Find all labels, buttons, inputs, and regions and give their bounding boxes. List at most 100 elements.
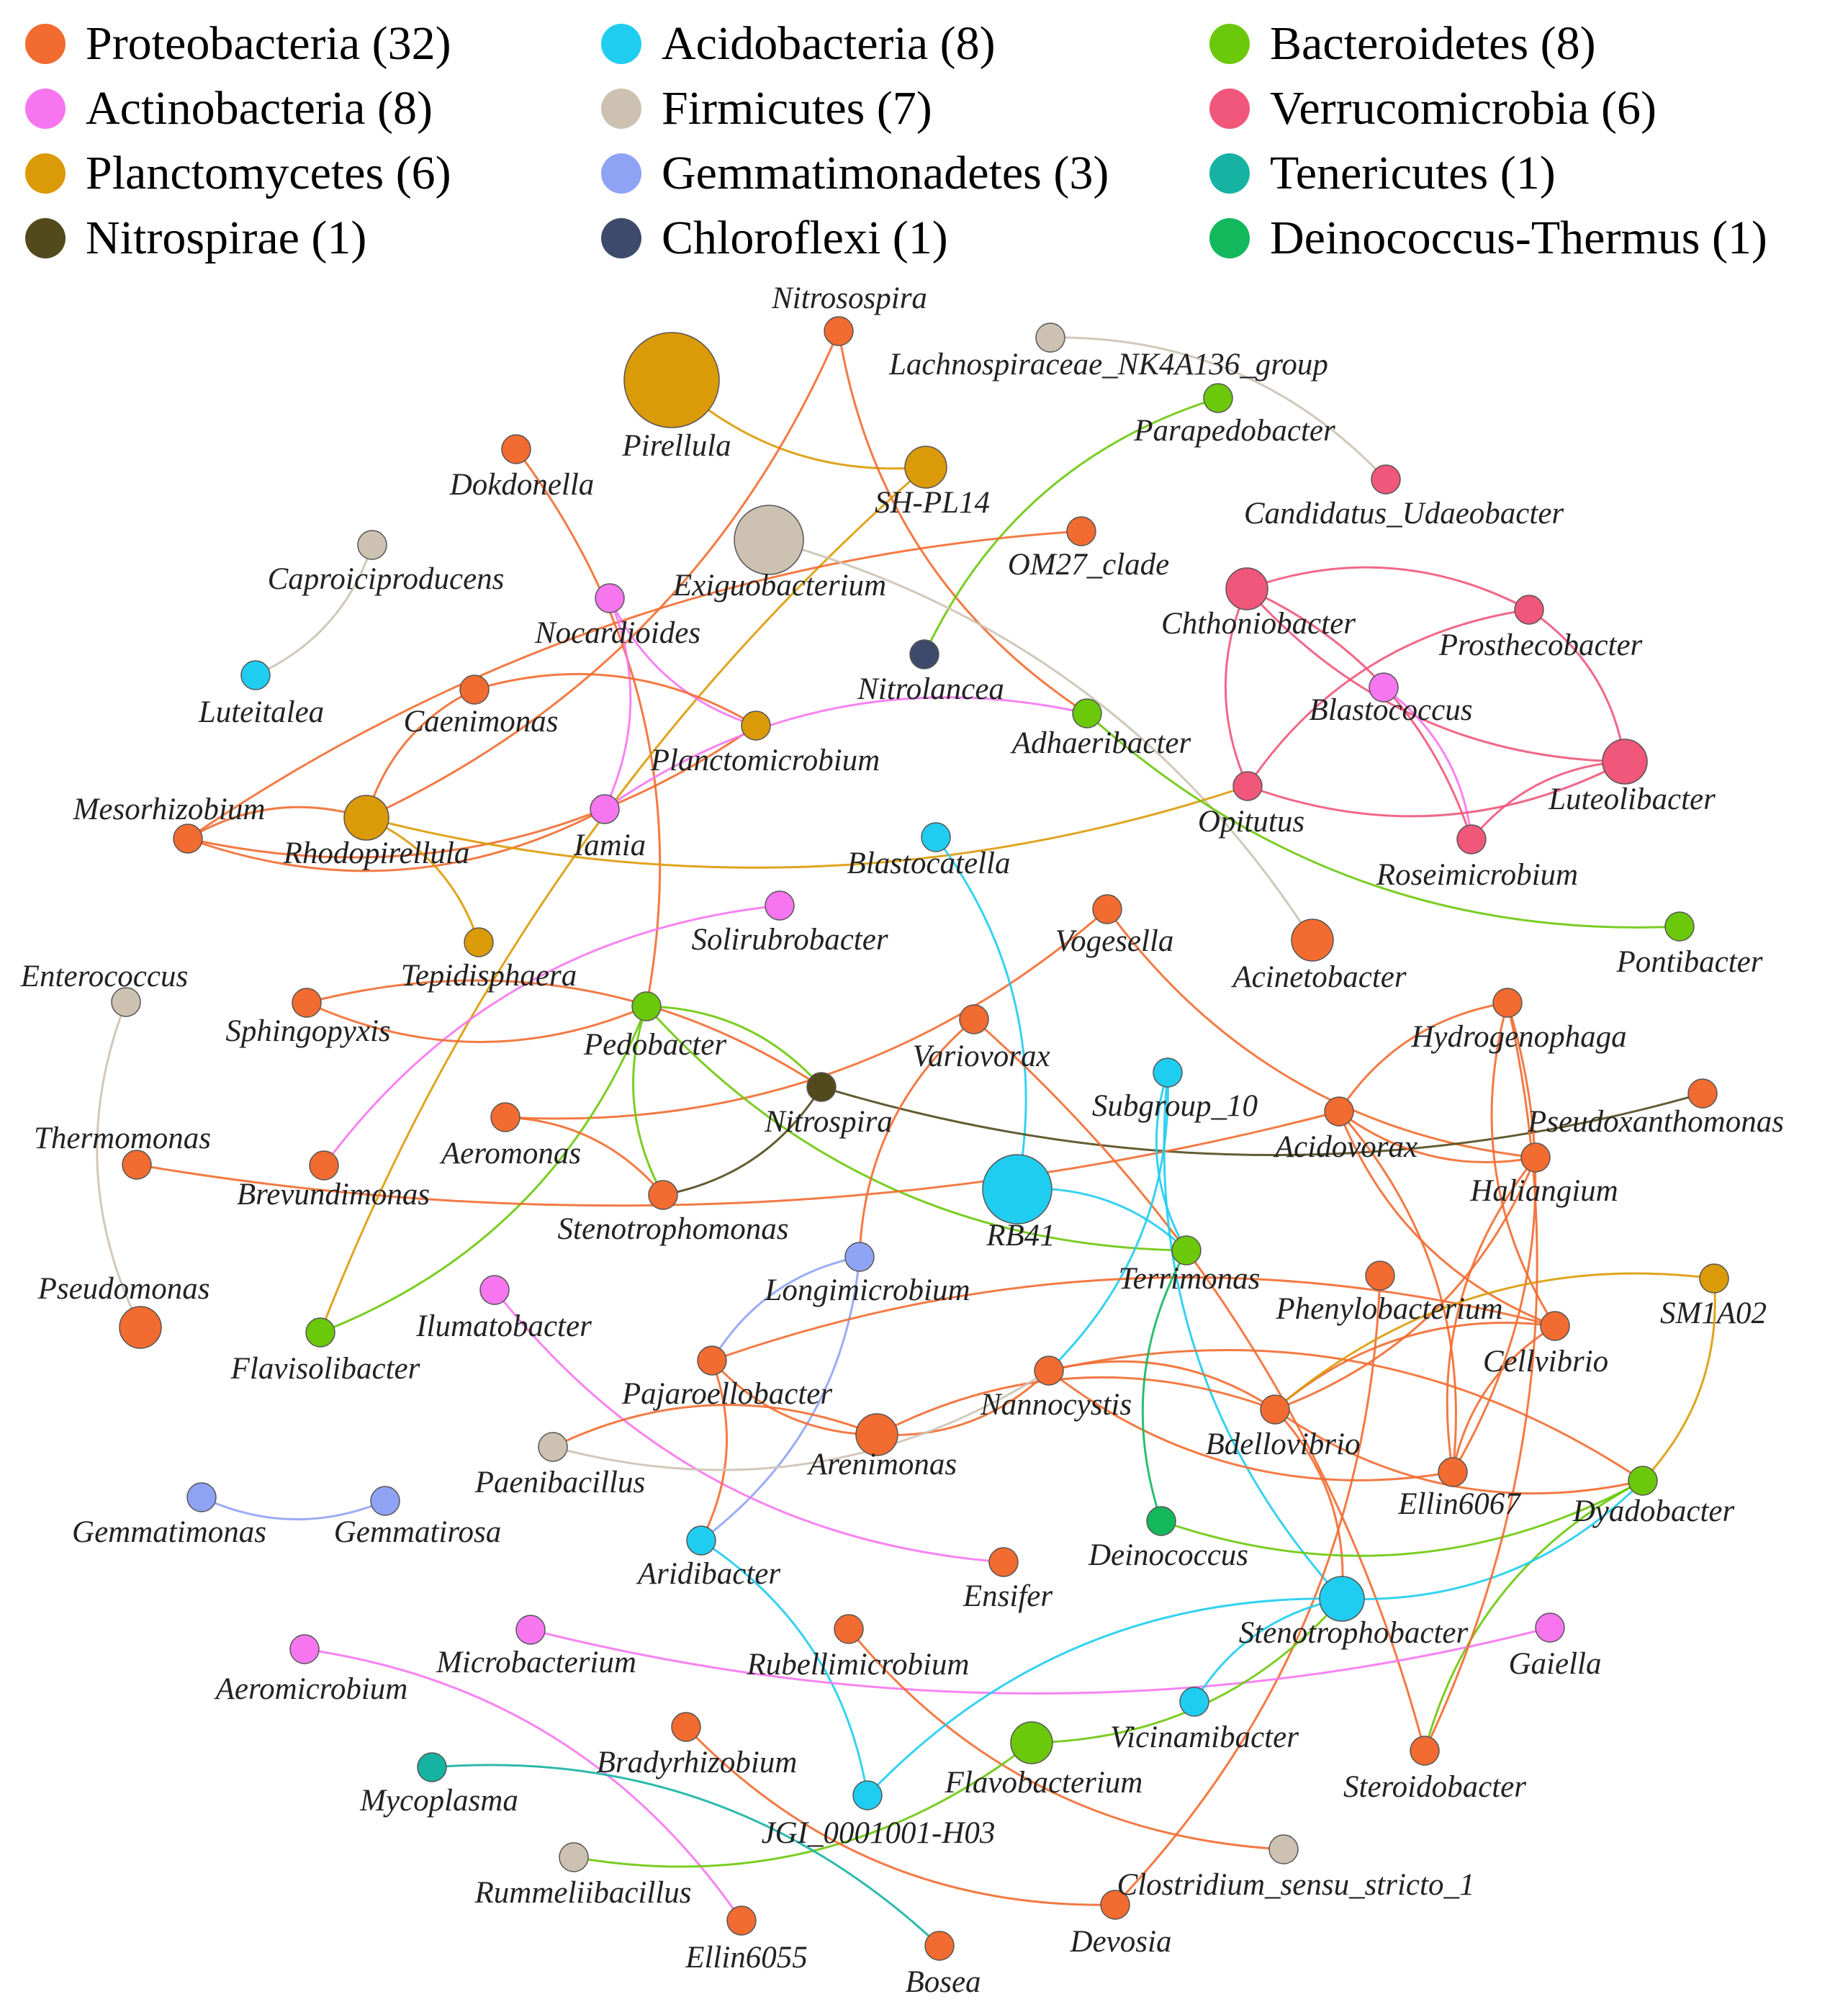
legend-label: Actinobacteria (8) (86, 82, 433, 135)
node-pseudomonas (119, 1306, 162, 1349)
node-rhodopirellula (343, 795, 389, 841)
edge-bdellovibrio-stenotrophobacter (1274, 1408, 1344, 1600)
node-acinetobacter (1291, 919, 1334, 962)
node-bdellovibrio (1260, 1394, 1290, 1425)
node-label-steroidobacter: Steroidobacter (1343, 1770, 1526, 1804)
edge-sphingopyxis-nitrospira (306, 979, 822, 1088)
node-label-ensifer: Ensifer (963, 1579, 1053, 1613)
node-nitrolancea (909, 639, 939, 669)
node-label-clostridium: Clostridium_sensu_stricto_1 (1117, 1868, 1475, 1902)
edge-enterococcus-pseudomonas (96, 1001, 142, 1328)
edge-sphingopyxis-pedobacter (306, 1001, 647, 1043)
node-label-ellin6055: Ellin6055 (685, 1941, 808, 1975)
node-subgroup-10 (1153, 1057, 1183, 1088)
node-sm1a02 (1699, 1263, 1729, 1294)
legend-label: Nitrospirae (1) (86, 212, 367, 264)
node-label-dyadobacter: Dyadobacter (1572, 1494, 1735, 1528)
node-devosia (1100, 1890, 1130, 1920)
node-pontibacter (1664, 911, 1695, 942)
legend-label: Tenericutes (1) (1270, 147, 1556, 199)
node-vogesella (1092, 894, 1122, 924)
node-pajaroellobacter (697, 1345, 727, 1376)
node-rubellimicrobium (834, 1614, 864, 1644)
node-label-acinetobacter: Acinetobacter (1230, 960, 1406, 994)
node-ensifer (988, 1547, 1019, 1577)
node-label-aeromicrobium: Aeromicrobium (214, 1672, 408, 1706)
legend-item-acidobacteria-8: Acidobacteria (8) (601, 12, 996, 76)
legend-label: Bacteroidetes (8) (1270, 17, 1596, 70)
node-label-arenimonas: Arenimonas (806, 1448, 957, 1481)
edge-gemmatimonas-gemmatirosa (201, 1496, 386, 1521)
node-blastocatella (921, 822, 951, 852)
edge-adhaeribacter-pontibacter (1086, 712, 1680, 929)
node-label-chthoniobacter: Chthoniobacter (1161, 607, 1356, 641)
node-haliangium (1520, 1142, 1551, 1173)
node-brevundimonas (309, 1150, 339, 1181)
edge-nitrosospira-rhodopirellula (366, 330, 840, 819)
node-hydrogenophaga (1492, 988, 1523, 1018)
edge-phenylobacterium-devosia (1114, 1275, 1382, 1906)
node-variovorax (959, 1004, 989, 1034)
edge-arenimonas-paenibacillus (552, 1404, 878, 1448)
node-label-nitrosospira: Nitrosospira (771, 281, 927, 315)
node-sh-pl14 (904, 446, 947, 489)
node-label-gaiella: Gaiella (1509, 1647, 1602, 1681)
edge-sm1a02-bdellovibrio (1274, 1272, 1715, 1411)
node-nannocystis (1034, 1355, 1064, 1386)
edge-sh-pl14-flavisolibacter (319, 466, 927, 1333)
node-label-pseudomonas: Pseudomonas (37, 1272, 210, 1306)
edge-stenotrophobacter-dyadobacter (1341, 1479, 1644, 1601)
legend-swatch (1209, 24, 1250, 64)
edge-vogesella-haliangium (1106, 908, 1536, 1159)
node-solirubrobacter (765, 890, 795, 921)
node-label-pontibacter: Pontibacter (1615, 945, 1762, 979)
node-label-enterococcus: Enterococcus (20, 960, 188, 993)
legend-item-chloroflexi-1: Chloroflexi (1) (601, 206, 948, 271)
edge-mesorhizobium-rhodopirellula (187, 806, 367, 840)
edge-nitrospira-stenotrophomonas (662, 1086, 823, 1196)
node-label-nitrospira: Nitrospira (764, 1105, 893, 1139)
node-label-tepidisphaera: Tepidisphaera (401, 959, 577, 993)
legend-label: Deinococcus-Thermus (1) (1270, 212, 1767, 264)
edge-hydrogenophaga-cellvibrio (1490, 1002, 1556, 1327)
node-nitrosospira (824, 316, 854, 346)
legend-swatch (601, 89, 641, 129)
legend-item-deinococcus-thermus-1: Deinococcus-Thermus (1) (1209, 206, 1767, 271)
node-label-sm1a02: SM1A02 (1660, 1296, 1767, 1330)
edge-rhodopirellula-opitutus (366, 785, 1248, 869)
edge-aeromonas-stenotrophomonas (505, 1116, 664, 1196)
legend-item-firmicutes-7: Firmicutes (7) (601, 76, 932, 141)
node-pedobacter (631, 991, 662, 1021)
node-gemmatirosa (370, 1486, 400, 1516)
node-stenotrophomonas (648, 1180, 678, 1210)
node-mycoplasma (417, 1752, 447, 1782)
node-planctomicrobium (741, 710, 771, 741)
edge-prosthecobacter-luteolibacter (1528, 608, 1626, 762)
node-aeromicrobium (289, 1634, 320, 1664)
node-jgi-0001001-h03 (852, 1780, 883, 1810)
edge-mesorhizobium-planctomicrobium (187, 724, 757, 859)
node-dyadobacter (1628, 1466, 1658, 1496)
edge-caproiciproducens-luteitalea (255, 544, 374, 677)
node-label-subgroup-10: Subgroup_10 (1092, 1089, 1258, 1123)
edge-vicinamibacter-stenotrophobacter (1193, 1597, 1343, 1702)
edge-blastocatella-rb41 (934, 836, 1027, 1190)
node-label-aridibacter: Aridibacter (636, 1557, 781, 1591)
node-label-pirellula: Pirellula (621, 429, 731, 463)
edge-rubellimicrobium-clostridium (847, 1628, 1284, 1851)
node-label-blastococcus: Blastococcus (1310, 693, 1473, 727)
legend-item-planctomycetes-6: Planctomycetes (6) (25, 141, 451, 206)
edge-pedobacter-nitrospira (646, 1005, 823, 1088)
legend-swatch (601, 24, 641, 64)
edge-dyadobacter-deinococcus (1160, 1479, 1644, 1557)
node-label-jgi-0001001-h03: JGI_0001001-H03 (762, 1816, 996, 1850)
edge-nitrospira-pseudoxanthomonas (821, 1086, 1703, 1156)
node-pseudoxanthomonas (1687, 1078, 1718, 1109)
edge-subgroup-10-stenotrophobacter (1163, 1072, 1343, 1600)
node-label-aeromonas: Aeromonas (439, 1137, 581, 1170)
node-label-ilumatobacter: Ilumatobacter (415, 1309, 592, 1343)
node-label-opitutus: Opitutus (1198, 805, 1304, 839)
edge-lachnospiraceae-candidatus-udaeobacter (1050, 336, 1387, 481)
node-label-phenylobacterium: Phenylobacterium (1275, 1292, 1502, 1326)
legend-item-proteobacteria-32: Proteobacteria (32) (25, 12, 451, 76)
